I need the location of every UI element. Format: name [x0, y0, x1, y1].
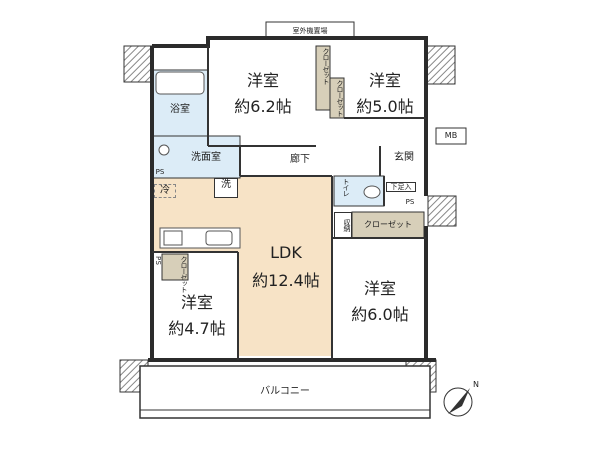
room-se-name: 洋室 — [363, 279, 396, 298]
ldk-size: 約12.4帖 — [252, 271, 320, 290]
sink — [158, 144, 170, 156]
outer-walls — [148, 36, 436, 362]
closet-v2-box — [329, 77, 345, 119]
closet-v2-label: クローゼット — [336, 80, 344, 116]
washroom-area — [151, 135, 241, 179]
toilet-bowl — [363, 185, 381, 199]
room-sw-size: 約4.7帖 — [168, 319, 226, 338]
ps-small-label: PS — [155, 168, 165, 176]
washroom-label: 洗面室 — [191, 152, 221, 163]
interior-walls — [152, 46, 426, 360]
balcony-label: バルコニー — [260, 386, 310, 397]
mb-label: MB — [444, 131, 458, 140]
fridge-label: 冷 — [154, 184, 176, 198]
ps-right-label: PS — [405, 198, 415, 206]
stove — [163, 230, 183, 246]
ps-left-label: P S — [154, 256, 162, 264]
closet-left-box — [161, 253, 189, 281]
room-ne-east-name: 洋室 — [368, 71, 401, 90]
room-se-size: 約6.0帖 — [351, 305, 409, 324]
compass-circle — [443, 387, 473, 417]
ldk-floor — [238, 176, 332, 356]
column-ne — [424, 45, 456, 85]
balcony-area — [139, 365, 431, 419]
corridor-label: 廊下 — [290, 154, 310, 165]
kitchen-sink — [205, 230, 233, 246]
room-ne-east-size: 約5.0帖 — [356, 97, 414, 116]
room-ne-west-size: 約6.2帖 — [234, 97, 292, 116]
column-e-mid — [427, 195, 457, 227]
mb-box — [435, 127, 467, 145]
bathtub — [155, 71, 205, 95]
shoe-box-label: 下足入 — [386, 182, 416, 193]
bath-label: 浴室 — [170, 104, 190, 115]
outdoor-unit-label: 室外機置場 — [292, 27, 328, 35]
closet-left-label: クローゼット — [180, 256, 188, 292]
washer-label: 洗 — [214, 178, 238, 198]
room-ne-west-name: 洋室 — [246, 71, 279, 90]
toilet-label: トイレ — [342, 178, 350, 196]
closet-h-label: クローゼット — [364, 220, 412, 229]
ldk-name: LDK — [270, 243, 302, 262]
room-sw-name: 洋室 — [180, 293, 213, 312]
north-label: N — [473, 380, 479, 389]
column-nw — [123, 45, 153, 83]
compass-needle — [448, 388, 470, 414]
storage-label: 収納 — [334, 212, 352, 238]
entrance-label: 玄関 — [394, 152, 414, 163]
closet-v1-label: クローゼット — [322, 48, 330, 84]
